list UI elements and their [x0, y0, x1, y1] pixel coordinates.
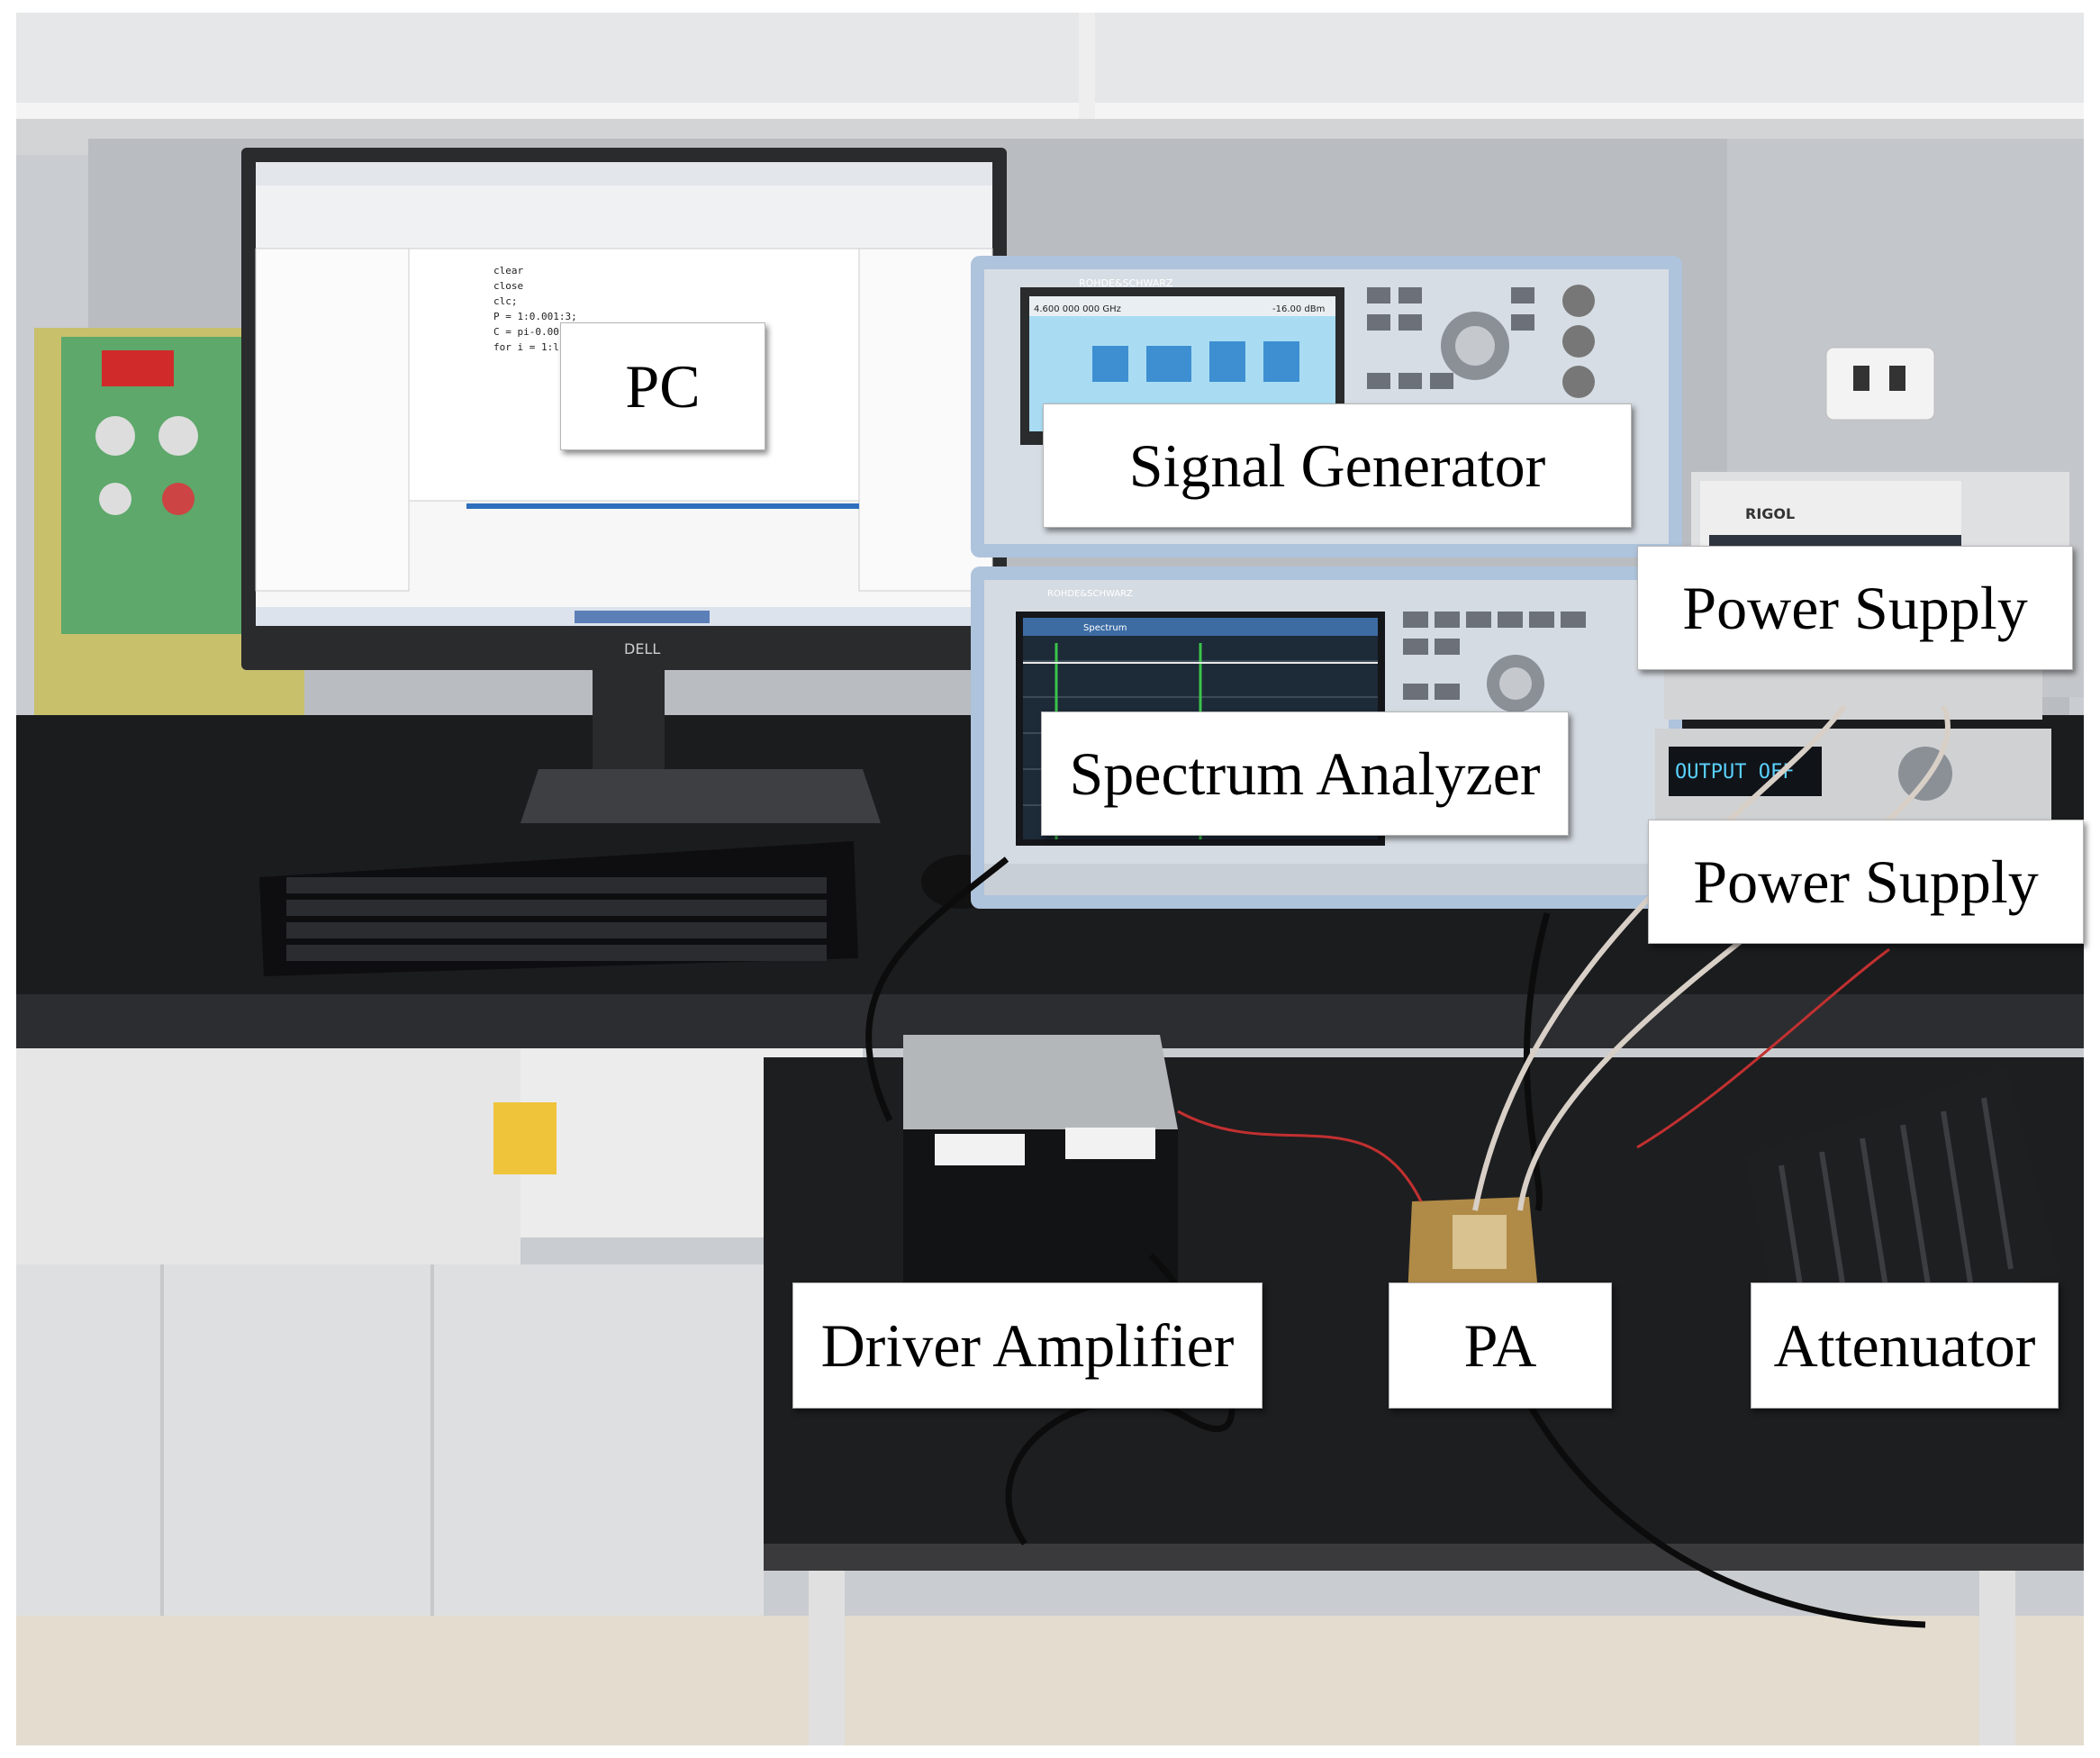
code-line: clear	[493, 265, 524, 276]
sg-frequency: 4.600 000 000 GHz	[1034, 304, 1121, 314]
code-line: for i = 1:l	[493, 341, 559, 353]
sa-tab: Spectrum	[1083, 623, 1127, 633]
label-power-supply-top: Power Supply	[1637, 546, 2073, 670]
monitor-brand: DELL	[624, 640, 660, 657]
label-pc: PC	[560, 322, 765, 450]
label-driver-amplifier: Driver Amplifier	[792, 1282, 1263, 1409]
code-line: clc;	[493, 295, 518, 307]
matlab-code: clear close clc; P = 1:0.001:3; C = pi-0…	[493, 263, 577, 355]
label-attenuator: Attenuator	[1751, 1282, 2059, 1409]
label-spectrum-analyzer: Spectrum Analyzer	[1041, 711, 1569, 836]
code-line: P = 1:0.001:3;	[493, 311, 577, 322]
sg-brand: ROHDE&SCHWARZ	[1079, 277, 1173, 289]
sg-level: -16.00 dBm	[1272, 304, 1325, 314]
rigol-brand: RIGOL	[1745, 505, 1795, 522]
code-line: C = pi-0.00	[493, 326, 559, 338]
code-line: close	[493, 280, 524, 292]
label-pa: PA	[1389, 1282, 1612, 1409]
sa-brand: ROHDE&SCHWARZ	[1047, 589, 1133, 599]
label-signal-generator: Signal Generator	[1043, 403, 1632, 528]
label-power-supply-bottom: Power Supply	[1648, 820, 2084, 944]
